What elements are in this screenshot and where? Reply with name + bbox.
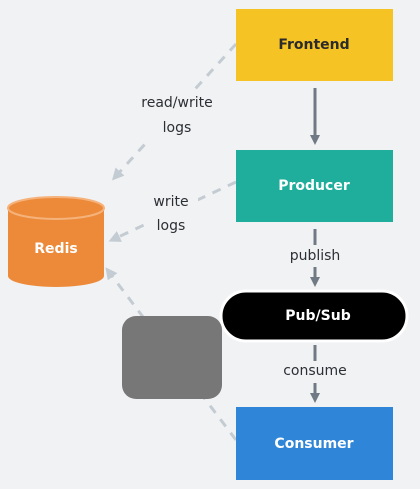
edge-label-publish: publish bbox=[290, 248, 341, 264]
frontend-box bbox=[236, 9, 393, 81]
edge-label-bg-publish bbox=[284, 245, 348, 267]
consumer-box bbox=[236, 407, 393, 480]
pubsub-label: Pub/Sub bbox=[285, 308, 350, 324]
edge-label-consume: consume bbox=[283, 363, 347, 379]
edge-label-frontend-redis-line1: read/write bbox=[141, 95, 212, 111]
redis-label: Redis bbox=[34, 241, 77, 257]
frontend-node[interactable]: Frontend bbox=[236, 9, 393, 81]
edge-label-producer-redis-line1: write bbox=[153, 194, 188, 210]
pubsub-box bbox=[219, 289, 409, 343]
edge-label-producer-redis-line2: logs bbox=[157, 218, 186, 234]
edge-label-frontend-redis-line2: logs bbox=[163, 120, 192, 136]
producer-node[interactable]: Producer bbox=[236, 150, 393, 222]
occluding-block bbox=[122, 316, 222, 399]
edge-label-bg-consume bbox=[276, 361, 354, 383]
edge-producer-to-redis bbox=[108, 180, 237, 242]
consumer-node[interactable]: Consumer bbox=[236, 407, 393, 480]
producer-box bbox=[236, 150, 393, 222]
producer-label: Producer bbox=[278, 178, 350, 194]
redis-node[interactable]: Redis bbox=[7, 196, 105, 287]
edge-label-bg-producer-redis bbox=[146, 190, 198, 240]
redis-cylinder-body bbox=[8, 208, 104, 287]
consumer-label: Consumer bbox=[274, 436, 353, 452]
redis-cylinder-top bbox=[7, 196, 105, 220]
pubsub-node[interactable]: Pub/Sub bbox=[219, 289, 409, 343]
edge-label-bg-frontend-redis bbox=[128, 90, 228, 140]
frontend-label: Frontend bbox=[278, 37, 349, 53]
